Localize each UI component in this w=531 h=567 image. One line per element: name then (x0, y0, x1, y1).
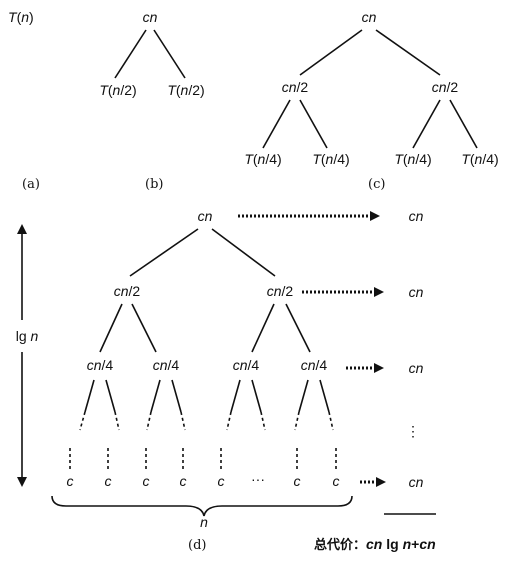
leaf: T(n/4) (312, 151, 349, 167)
level-cost: cn (409, 284, 424, 300)
edge (131, 303, 157, 353)
edge (114, 29, 147, 79)
edge (262, 99, 291, 149)
vertical-ellipsis: ⋮ (406, 423, 420, 439)
diagram-d: lg n cn cn/2 cn/2 cn/4 cn/4 cn/4 cn/4 (16, 208, 436, 553)
edge (449, 99, 478, 149)
edge (99, 303, 123, 353)
total-cost: 总代价：cn lg n+cn (314, 536, 436, 553)
node-level1-left: cn/2 (114, 283, 141, 299)
node-root: cn (362, 9, 377, 25)
edge (251, 303, 275, 353)
node-level2: cn/4 (301, 357, 328, 373)
node-root: cn (143, 9, 158, 25)
leaf: T(n/4) (461, 151, 498, 167)
edge (285, 303, 311, 353)
edge (299, 29, 363, 76)
edge (129, 228, 199, 277)
level-cost: cn (409, 360, 424, 376)
node-right: T(n/2) (167, 82, 204, 98)
node-level2: cn/4 (153, 357, 180, 373)
caption-c: (c) (368, 177, 385, 192)
level-cost: cn (409, 474, 424, 490)
leaf-c: c (294, 473, 301, 489)
level-cost: cn (409, 208, 424, 224)
underbrace (51, 495, 353, 517)
node-left: T(n/2) (99, 82, 136, 98)
leaf: T(n/4) (394, 151, 431, 167)
node-mid-left: cn/2 (282, 79, 309, 95)
leaf-ellipsis: ··· (251, 471, 265, 487)
edge (211, 228, 276, 277)
node-level1-right: cn/2 (267, 283, 294, 299)
caption-b: (b) (145, 177, 163, 192)
leaf-c: c (218, 473, 225, 489)
leaf-c: c (67, 473, 74, 489)
caption-d: (d) (188, 538, 206, 553)
diagram-b: cn T(n/2) T(n/2) (b) (99, 9, 204, 192)
leaf-c: c (143, 473, 150, 489)
node-mid-right: cn/2 (432, 79, 459, 95)
leaf-c: c (333, 473, 340, 489)
diagram-c: cn cn/2 cn/2 T(n/4) T(n/4) T(n/4) T(n/4)… (244, 9, 498, 192)
edge (375, 29, 441, 76)
caption-a: (a) (22, 177, 40, 192)
node-level2: cn/4 (233, 357, 260, 373)
leaf-dashes (69, 448, 337, 470)
edge (153, 29, 186, 79)
edge (412, 99, 441, 149)
fading-branches (79, 379, 334, 431)
edge (299, 99, 328, 149)
node-root: cn (198, 208, 213, 224)
diagram-a: T(n) (a) (8, 9, 40, 192)
width-label: n (200, 514, 208, 530)
node-level2: cn/4 (87, 357, 114, 373)
leaf-c: c (105, 473, 112, 489)
height-label: lg n (16, 328, 39, 344)
leaf-c: c (180, 473, 187, 489)
leaf: T(n/4) (244, 151, 281, 167)
node-T-n: T(n) (8, 9, 34, 25)
